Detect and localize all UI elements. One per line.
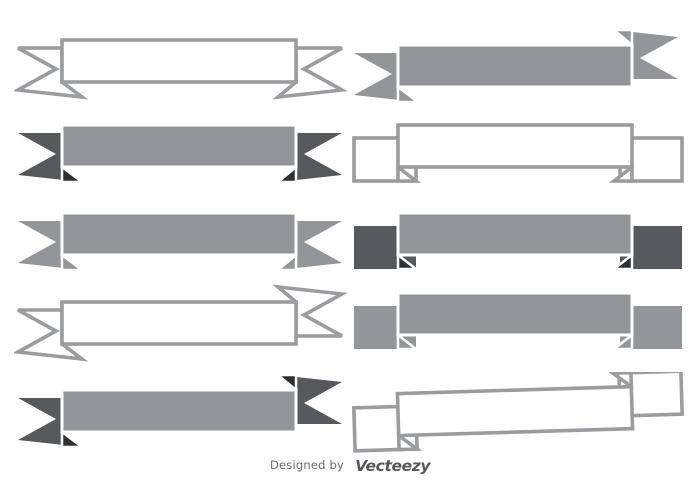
ribbon-band [396, 123, 634, 169]
ribbon-shape-group [351, 372, 685, 453]
ribbon-shape-group [352, 123, 684, 183]
ribbon-solid-square-tab-ribbon-dark-tabs [350, 195, 686, 281]
ribbon-solid-swallowtail-ribbon-dark-tails [14, 107, 350, 193]
ribbon-fold-right [610, 252, 634, 271]
ribbon-fold-left [396, 431, 423, 452]
ribbon-graphic [352, 123, 684, 183]
ribbon-band [396, 43, 634, 89]
ribbon-solid-swallowtail-ribbon [14, 195, 350, 281]
ribbon-fold-left [396, 163, 422, 183]
ribbon-graphic [354, 28, 678, 104]
ribbon-fold-right [608, 163, 634, 183]
ribbon-fold-left [396, 252, 420, 271]
ribbon-fold-right [274, 252, 298, 272]
ribbon-band [60, 211, 298, 257]
ribbon-shape-group [354, 28, 678, 104]
ribbon-fold-right [274, 164, 298, 184]
ribbon-tail-left [18, 398, 82, 447]
ribbon-shape-group [14, 38, 348, 100]
vecteezy-logo: Vecteezy [355, 456, 431, 475]
ribbon-fold-right [274, 373, 298, 393]
ribbon-solid-swallowtail-ribbon-offset [350, 27, 686, 113]
ribbon-shape-group [354, 211, 682, 271]
ribbon-tail-left [18, 221, 82, 270]
ribbon-shape-group [18, 373, 342, 449]
ribbon-outline-swallowtail-ribbon [14, 22, 350, 108]
ribbon-band [396, 211, 634, 257]
ribbon-band [396, 291, 634, 337]
ribbon-fold-left [60, 429, 86, 449]
ribbon-fold-left [396, 84, 422, 104]
ribbon-graphic [18, 123, 342, 184]
ribbon-outline-swallowtail-ribbon-offset [14, 284, 350, 370]
ribbon-graphic [18, 373, 342, 449]
ribbon-graphic [351, 372, 685, 453]
ribbon-graphic [14, 284, 348, 362]
ribbon-shape-group [18, 123, 342, 184]
ribbon-graphic [18, 211, 342, 272]
ribbon-fold-left [60, 164, 86, 184]
ribbon-graphic [14, 38, 348, 100]
ribbon-outline-square-tab-ribbon-offset [350, 372, 686, 458]
ribbon-solid-swallowtail-ribbon-dark-offset [14, 372, 350, 458]
ribbon-tail-left [354, 53, 418, 102]
ribbon-fold-left [396, 332, 420, 351]
ribbon-band [60, 300, 298, 346]
ribbon-fold-right [610, 28, 634, 48]
ribbon-graphic [354, 291, 682, 351]
ribbon-solid-square-tab-ribbon [350, 275, 686, 361]
ribbon-graphic [354, 211, 682, 271]
ribbon-band [60, 38, 298, 84]
ribbon-band [60, 388, 298, 434]
ribbon-band [60, 123, 298, 169]
ribbon-shape-group [18, 211, 342, 272]
ribbon-band [395, 384, 635, 438]
ribbon-tail-left [18, 133, 82, 182]
ribbon-fold-right [607, 372, 634, 391]
ribbon-fold-right [610, 332, 634, 351]
footer-credit: Designed by Vecteezy [0, 454, 700, 475]
ribbon-shape-group [354, 291, 682, 351]
ribbon-outline-square-tab-ribbon [350, 107, 686, 193]
ribbon-fold-left [60, 252, 86, 272]
ribbon-shape-group [14, 284, 348, 362]
designed-by-text: Designed by [269, 458, 344, 472]
